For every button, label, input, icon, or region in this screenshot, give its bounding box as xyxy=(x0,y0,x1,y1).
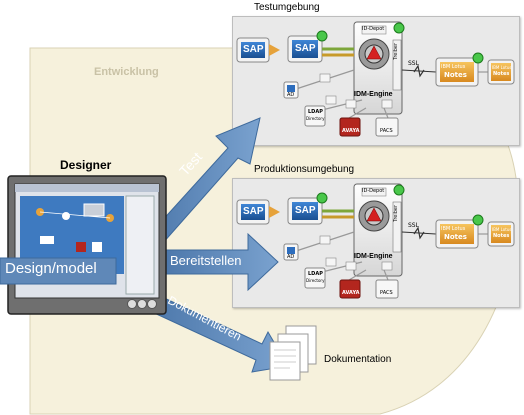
documentation-stack xyxy=(269,325,317,381)
ad-label-prod: AD xyxy=(287,254,295,260)
avaya-label-prod: AVAYA xyxy=(342,290,360,296)
environment-title-test: Testumgebung xyxy=(254,2,320,13)
environment-contents-test xyxy=(235,20,516,138)
sap-label-test-1: SAP xyxy=(243,44,264,55)
development-region-label: Entwicklung xyxy=(94,66,159,78)
lotus-sub-b-test: Notes xyxy=(493,71,510,77)
vault-label-prod: ID-Depot xyxy=(362,188,385,194)
environment-title-prod: Produktionsumgebung xyxy=(254,164,355,175)
ldap-sub-label-prod: Directory xyxy=(306,278,325,283)
lotus-label-a-test: IBM Lotus xyxy=(441,64,466,70)
design-model-label: Design/model xyxy=(5,260,97,277)
engine-label-prod: IDM-Engine xyxy=(354,253,393,260)
sap-label-prod-2: SAP xyxy=(295,205,316,216)
documentation-label: Dokumentation xyxy=(324,354,392,365)
sap-label-prod-1: SAP xyxy=(243,206,264,217)
engine-label-test: IDM-Engine xyxy=(354,91,393,98)
design-model-banner xyxy=(0,257,117,285)
pacs-label-prod: PACS xyxy=(380,290,393,296)
environment-contents-prod xyxy=(235,182,516,300)
vault-label-test: ID-Depot xyxy=(362,26,385,32)
arrow-deploy xyxy=(164,232,279,292)
ssl-label-prod: SSL xyxy=(408,222,419,229)
designer-monitor xyxy=(7,175,167,315)
arrow-test xyxy=(149,117,261,245)
ldap-label-test: LDAP xyxy=(308,109,323,115)
lotus-label-a-prod: IBM Lotus xyxy=(441,226,466,232)
ad-label-test: AD xyxy=(287,92,295,98)
lotus-sub-a-test: Notes xyxy=(444,71,467,79)
lotus-label-b-test: IBM Lotus xyxy=(492,65,512,70)
ssl-label-test: SSL xyxy=(408,60,419,67)
lotus-sub-a-prod: Notes xyxy=(444,233,467,241)
sap-label-test-2: SAP xyxy=(295,43,316,54)
driver-label-prod: Treiber xyxy=(393,204,399,222)
designer-label: Designer xyxy=(60,158,112,172)
driver-label-test: Treiber xyxy=(393,42,399,60)
ldap-sub-label-test: Directory xyxy=(306,116,325,121)
avaya-label-test: AVAYA xyxy=(342,128,360,134)
ldap-label-prod: LDAP xyxy=(308,271,323,277)
arrow-deploy-label: Bereitstellen xyxy=(170,253,242,268)
lotus-sub-b-prod: Notes xyxy=(493,233,510,239)
lotus-label-b-prod: IBM Lotus xyxy=(492,227,512,232)
pacs-label-test: PACS xyxy=(380,128,393,134)
